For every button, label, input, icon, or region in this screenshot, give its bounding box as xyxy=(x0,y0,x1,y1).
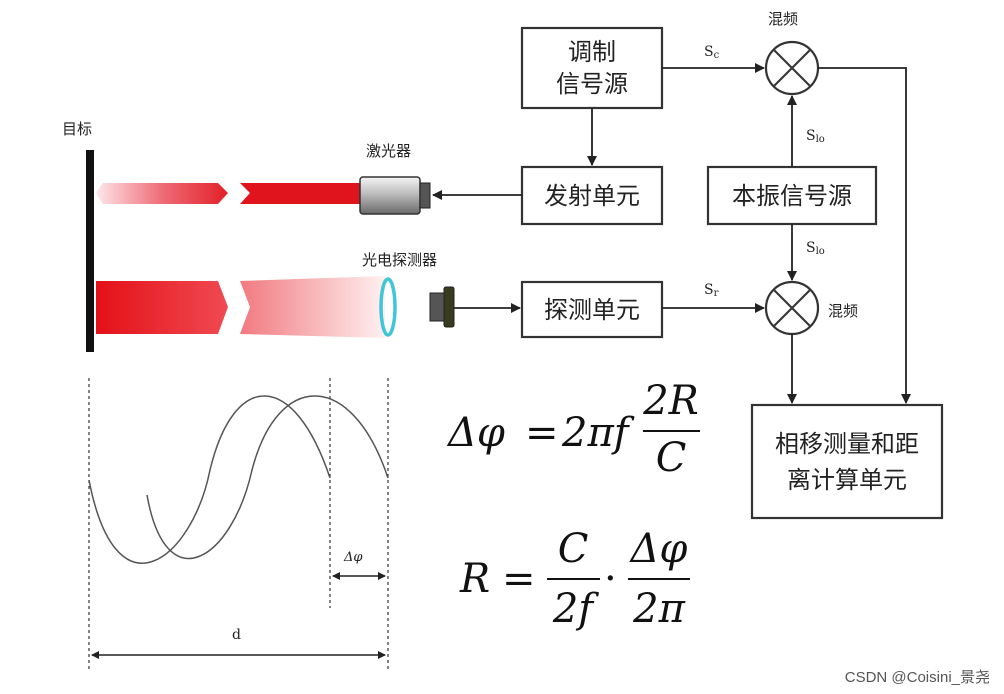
mixer-bottom-label: 混频 xyxy=(828,302,858,320)
eq1-num: 2R xyxy=(642,378,699,424)
signal-slo-up: Slo xyxy=(806,128,825,145)
phase-unit-line1: 相移测量和距 xyxy=(775,430,919,458)
eq2-lhs: R xyxy=(459,556,490,602)
phase-unit-line2: 离计算单元 xyxy=(787,466,907,494)
photodetector-label: 光电探测器 xyxy=(362,251,437,269)
eq1-coef: 2πf xyxy=(561,410,635,456)
target: 目标 xyxy=(62,120,94,352)
eq1-eq: = xyxy=(525,410,559,456)
connections xyxy=(432,63,911,404)
laser-emitter: 激光器 xyxy=(359,142,431,215)
target-bar xyxy=(86,150,94,352)
wave-a xyxy=(88,395,331,564)
photodetector: 光电探测器 xyxy=(362,251,455,337)
mixer-top-label: 混频 xyxy=(768,10,798,28)
signal-sr: Sr xyxy=(704,282,719,299)
transmit-unit-label: 发射单元 xyxy=(544,182,640,210)
eq2-eq: = xyxy=(502,556,536,602)
beam-bottom-right xyxy=(240,276,385,338)
signal-sc: Sc xyxy=(704,44,720,61)
detect-unit-block: 探测单元 xyxy=(520,280,664,339)
phase-unit-block: 相移测量和距 离计算单元 xyxy=(750,403,944,520)
distance-label: d xyxy=(232,627,241,643)
target-label: 目标 xyxy=(62,120,92,138)
eq2-num2: Δφ xyxy=(629,526,688,572)
signal-slo-down: Slo xyxy=(806,240,825,257)
transmit-unit-block: 发射单元 xyxy=(520,165,664,226)
delta-phi-small-label: Δφ xyxy=(343,550,363,565)
outgoing-beam xyxy=(96,183,362,204)
line-mixer-top-to-phase xyxy=(818,67,911,404)
return-beam xyxy=(96,276,385,338)
local-oscillator-block: 本振信号源 xyxy=(706,165,878,226)
local-oscillator-label: 本振信号源 xyxy=(732,182,852,210)
eq1-lhs: Δφ xyxy=(446,410,505,456)
equation-1: Δφ = 2πf 2R C xyxy=(446,378,700,481)
modulation-source-line2: 信号源 xyxy=(556,70,628,98)
beam-top-left xyxy=(96,183,228,204)
modulation-source-block: 调制 信号源 xyxy=(520,26,664,110)
eq2-den2: 2π xyxy=(632,586,685,632)
mixer-top: 混频 xyxy=(764,10,820,96)
wave-b xyxy=(146,395,389,560)
waveform-region: Δφ d xyxy=(88,378,389,670)
beam-bottom-left xyxy=(96,281,228,334)
beam-top-right xyxy=(240,183,362,204)
lens xyxy=(379,277,397,337)
eq2-dot: · xyxy=(604,556,617,602)
detect-unit-label: 探测单元 xyxy=(544,296,640,324)
modulation-source-line1: 调制 xyxy=(568,38,616,66)
laser-label: 激光器 xyxy=(366,142,411,160)
eq2-den1: 2f xyxy=(552,586,599,632)
mixer-bottom: 混频 xyxy=(764,280,858,336)
watermark: CSDN @Coisini_景尧 xyxy=(845,669,990,686)
equation-2: R = C 2f · Δφ 2π xyxy=(459,526,690,632)
eq1-den: C xyxy=(656,435,687,481)
eq2-num1: C xyxy=(558,526,589,572)
